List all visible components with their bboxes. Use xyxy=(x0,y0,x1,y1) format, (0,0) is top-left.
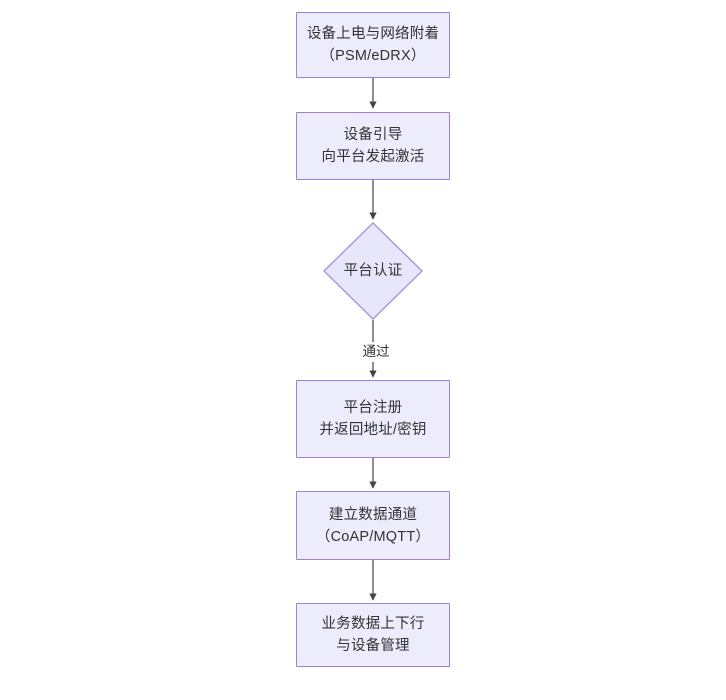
flow-node-bootstrap[interactable]: 设备引导 向平台发起激活 xyxy=(296,112,450,180)
flow-node-data-channel[interactable]: 建立数据通道 （CoAP/MQTT） xyxy=(296,491,450,560)
flow-node-service-data-label: 业务数据上下行 与设备管理 xyxy=(321,616,425,654)
decision-diamond-icon xyxy=(323,222,423,320)
flow-node-power-on-label: 设备上电与网络附着 （PSM/eDRX） xyxy=(306,26,440,64)
flow-node-platform-register-label: 平台注册 并返回地址/密钥 xyxy=(319,400,427,438)
flow-node-platform-auth-label: 平台认证 xyxy=(343,263,403,279)
flow-node-service-data[interactable]: 业务数据上下行 与设备管理 xyxy=(296,603,450,667)
flow-node-power-on[interactable]: 设备上电与网络附着 （PSM/eDRX） xyxy=(296,12,450,78)
flow-node-platform-auth[interactable]: 平台认证 xyxy=(323,222,423,320)
flow-node-data-channel-label: 建立数据通道 （CoAP/MQTT） xyxy=(315,506,431,545)
flow-node-bootstrap-label: 设备引导 向平台发起激活 xyxy=(321,127,425,165)
flow-node-platform-register[interactable]: 平台注册 并返回地址/密钥 xyxy=(296,380,450,458)
edge-label-pass: 通过 xyxy=(352,342,400,362)
